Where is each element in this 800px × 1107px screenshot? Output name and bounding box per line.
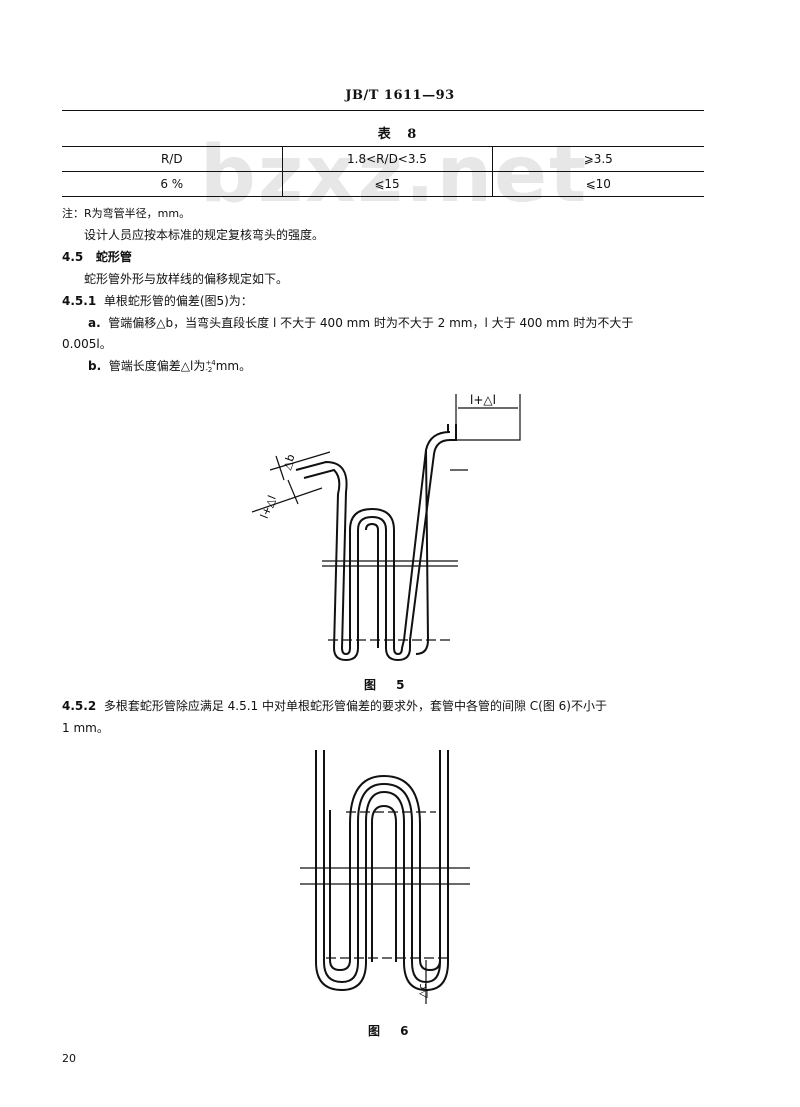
page-number: 20: [62, 1052, 76, 1065]
dimension-line: [275, 455, 285, 481]
clause-4-5-2-line1: 4.5.2 多根套蛇形管除应满足 4.5.1 中对单根蛇形管偏差的要求外，套管中…: [62, 697, 607, 714]
dimension-line: [251, 487, 323, 513]
clause-number: 4.5.2: [62, 699, 97, 713]
header-rule: [62, 110, 704, 111]
paragraph-strength-check: 设计人员应按本标准的规定复核弯头的强度。: [84, 228, 325, 242]
label-length-top: l+△l: [470, 393, 496, 407]
tolerance: +4-2: [205, 358, 216, 374]
tolerance-lower: -2: [205, 365, 213, 374]
clause-number: 4.5.1: [62, 294, 97, 308]
figure-5-caption: 图 5: [364, 678, 413, 692]
unit: mm。: [215, 359, 252, 373]
paragraph-offset-rule: 蛇形管外形与放样线的偏移规定如下。: [84, 272, 289, 286]
nested-tube-core: [371, 804, 397, 962]
label-delta-b: △b: [280, 452, 298, 471]
figure-6-caption: 图 6: [368, 1024, 417, 1038]
table-cell: R/D: [62, 146, 282, 172]
table-cell: 6 %: [62, 171, 282, 197]
serpentine-tube-outer: [303, 424, 457, 662]
item-label: b.: [88, 359, 102, 373]
item-text: 管端偏移△b，当弯头直段长度 l 不大于 400 mm 时为不大于 2 mm，l…: [108, 316, 634, 330]
clause-text: 单根蛇形管的偏差(图5)为：: [103, 294, 253, 308]
nested-tube-inner: [329, 774, 441, 972]
table-row: 6 % ⩽15 ⩽10: [62, 171, 704, 197]
section-4-5-heading: 4.5 蛇形管: [62, 248, 132, 265]
table-title: 表 8: [377, 127, 423, 142]
dimension-box: [455, 394, 521, 441]
item-text: 管端长度偏差△l为: [108, 359, 206, 373]
nested-tube-middle: [323, 750, 441, 984]
table-8: R/D 1.8<R/D<3.5 ⩾3.5 6 % ⩽15 ⩽10: [62, 146, 704, 197]
table-cell: ⩽15: [281, 171, 492, 197]
item-a-line1: a. 管端偏移△b，当弯头直段长度 l 不大于 400 mm 时为不大于 2 m…: [88, 314, 633, 331]
table-note: 注：R为弯管半径，mm。: [62, 207, 191, 220]
section-number: 4.5: [62, 250, 84, 264]
dimension-line: [287, 479, 299, 505]
clause-4-5-2-line2: 1 mm。: [62, 721, 109, 735]
serpentine-tube-inner: [295, 424, 451, 656]
dimension-line: [269, 451, 331, 471]
label-delta-c: △c: [416, 983, 429, 998]
clause-4-5-1: 4.5.1 单根蛇形管的偏差(图5)为：: [62, 292, 253, 309]
standard-number-header: JB/T 1611—93: [345, 88, 455, 103]
item-a-line2: 0.005l。: [62, 337, 112, 351]
item-label: a.: [88, 316, 101, 330]
table-cell: ⩽10: [491, 171, 704, 197]
section-title: 蛇形管: [95, 250, 132, 264]
clause-text: 多根套蛇形管除应满足 4.5.1 中对单根蛇形管偏差的要求外，套管中各管的间隙 …: [103, 699, 607, 713]
inner-bend: [365, 522, 379, 648]
tolerance-upper: +4: [205, 358, 216, 367]
label-length-left: l+△l: [258, 494, 279, 521]
nested-tube-outer: [315, 750, 449, 992]
